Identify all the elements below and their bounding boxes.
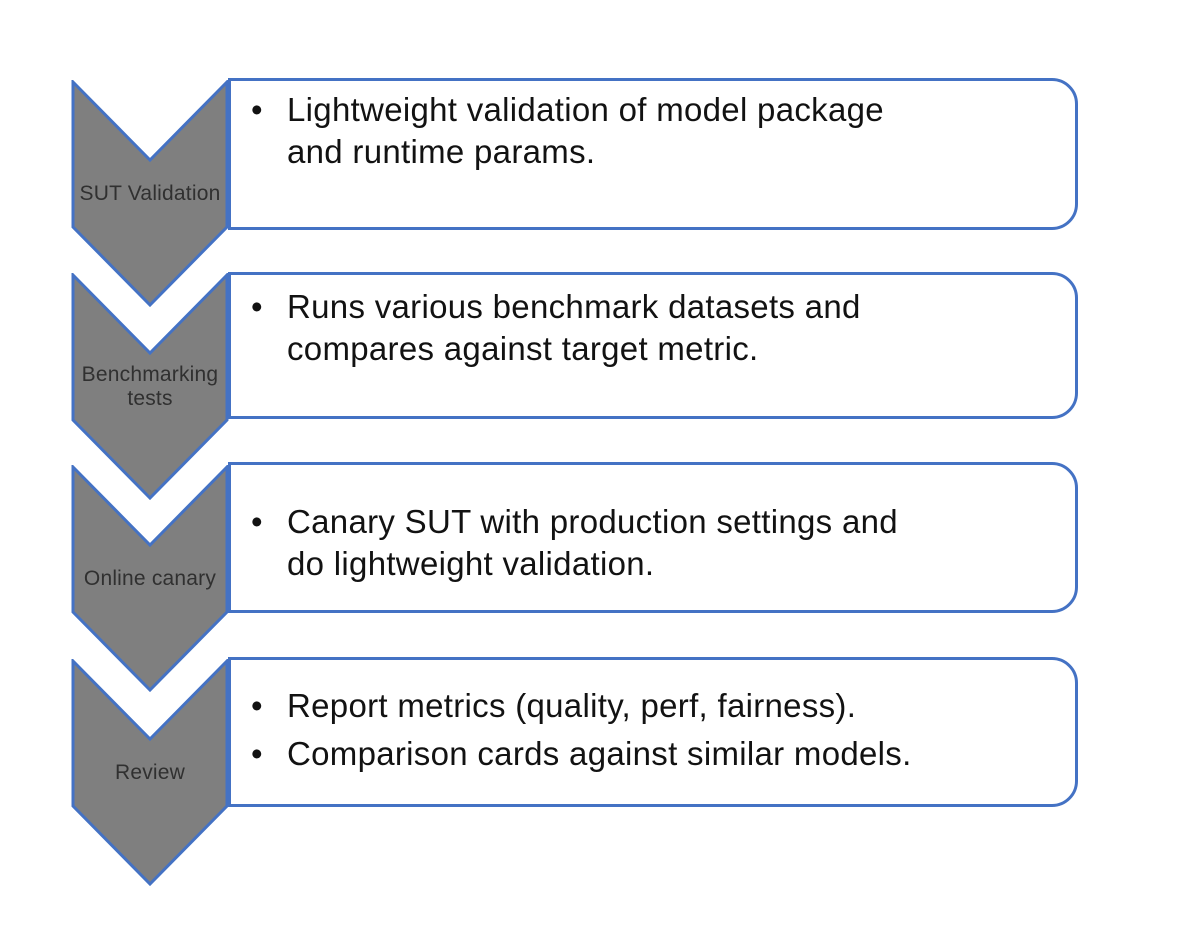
chevron-down-icon (71, 80, 229, 307)
bullet-icon: • (251, 503, 263, 540)
chevron-down-icon (71, 273, 229, 500)
bullet-text: Report metrics (quality, perf, fairness)… (287, 687, 857, 724)
chevron-label: Review (114, 760, 186, 784)
card-bullets: • Report metrics (quality, perf, fairness… (231, 660, 1075, 775)
chevron: SUT Validation (71, 80, 229, 307)
chevron-down-icon (71, 465, 229, 692)
chevron: Review (71, 659, 229, 886)
bullet-icon: • (251, 288, 263, 325)
bullet-item: • Canary SUT with production settings and… (251, 501, 1051, 585)
step-card: • Report metrics (quality, perf, fairness… (228, 657, 1078, 807)
bullet-icon: • (251, 687, 263, 724)
bullet-item: • Lightweight validation of model package… (251, 89, 1051, 173)
bullet-icon: • (251, 735, 263, 772)
step-card: • Lightweight validation of model package… (228, 78, 1078, 230)
card-bullets: • Canary SUT with production settings and… (231, 465, 1075, 585)
bullet-icon: • (251, 91, 263, 128)
card-bullets: • Lightweight validation of model package… (231, 81, 1075, 173)
bullet-text: Comparison cards against similar models. (287, 735, 912, 772)
chevron-label: SUT Validation (79, 181, 221, 205)
bullet-item: • Report metrics (quality, perf, fairness… (251, 685, 1051, 727)
chevron-down-icon (71, 659, 229, 886)
step-card: • Canary SUT with production settings and… (228, 462, 1078, 613)
chevron: Online canary (71, 465, 229, 692)
chevron-label: Online canary (83, 566, 217, 590)
bullet-item: • Comparison cards against similar models… (251, 733, 1051, 775)
